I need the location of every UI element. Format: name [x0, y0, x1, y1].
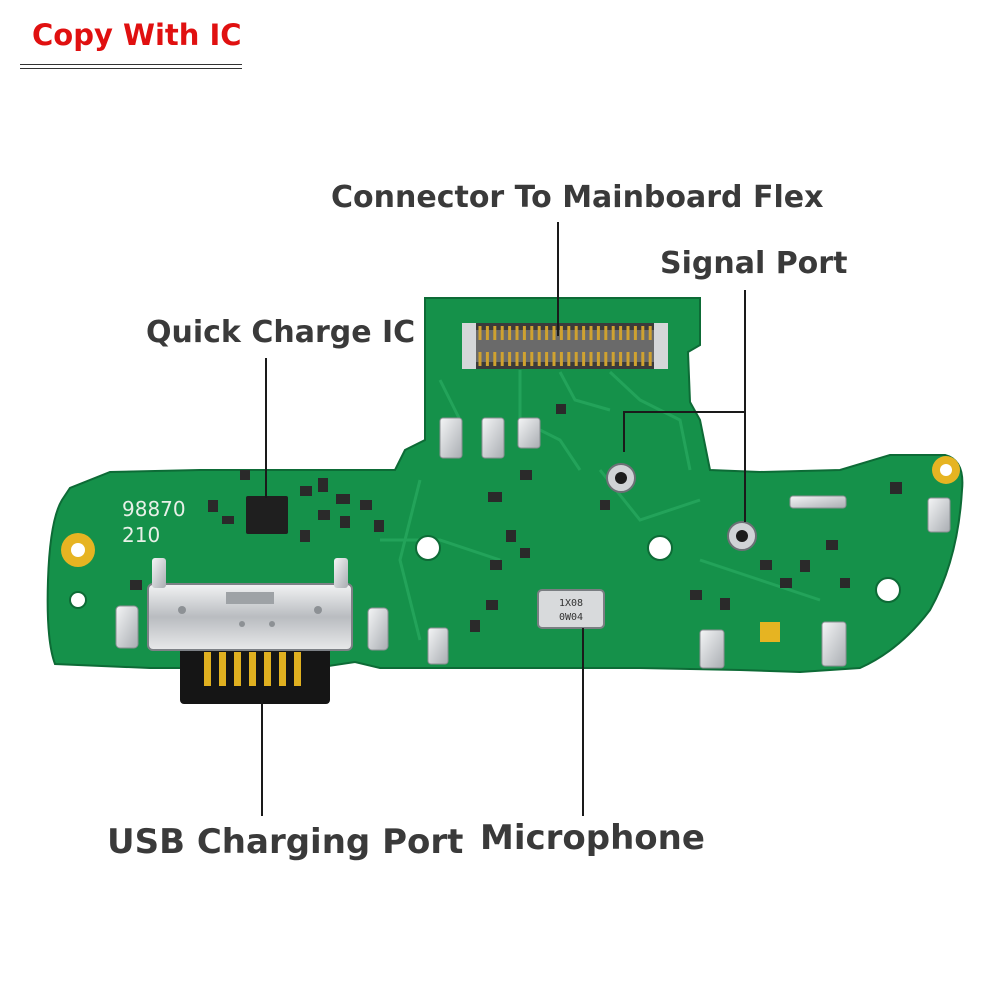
microphone-label: Microphone [480, 818, 705, 858]
silkscreen-code: 98870 [122, 497, 186, 521]
usb-charging-port [147, 558, 353, 704]
solder-pads [115, 417, 951, 669]
mic-marking-2: 0W04 [559, 612, 583, 623]
signal-port-2 [727, 521, 757, 551]
callout-lines [261, 222, 746, 816]
badge-underline-2 [20, 68, 242, 69]
signal-port-1 [606, 463, 636, 493]
usb-port-label: USB Charging Port [107, 822, 464, 862]
badge-text: Copy With IC [32, 18, 242, 52]
screw-holes [69, 535, 901, 609]
silkscreen-rev: 210 [122, 523, 160, 547]
copy-with-ic-badge: Copy With IC [20, 8, 242, 69]
quick-charge-ic-label: Quick Charge IC [146, 315, 416, 350]
signal-port-label: Signal Port [660, 246, 848, 281]
mainboard-connector [462, 323, 668, 369]
smd-components [130, 404, 902, 632]
connector-label: Connector To Mainboard Flex [331, 180, 824, 215]
gold-pad [760, 622, 780, 642]
microphone-component: 1X08 0W04 [537, 589, 605, 629]
badge-underline [20, 64, 242, 65]
quick-charge-ic [246, 496, 288, 534]
mic-marking-1: 1X08 [559, 598, 583, 609]
